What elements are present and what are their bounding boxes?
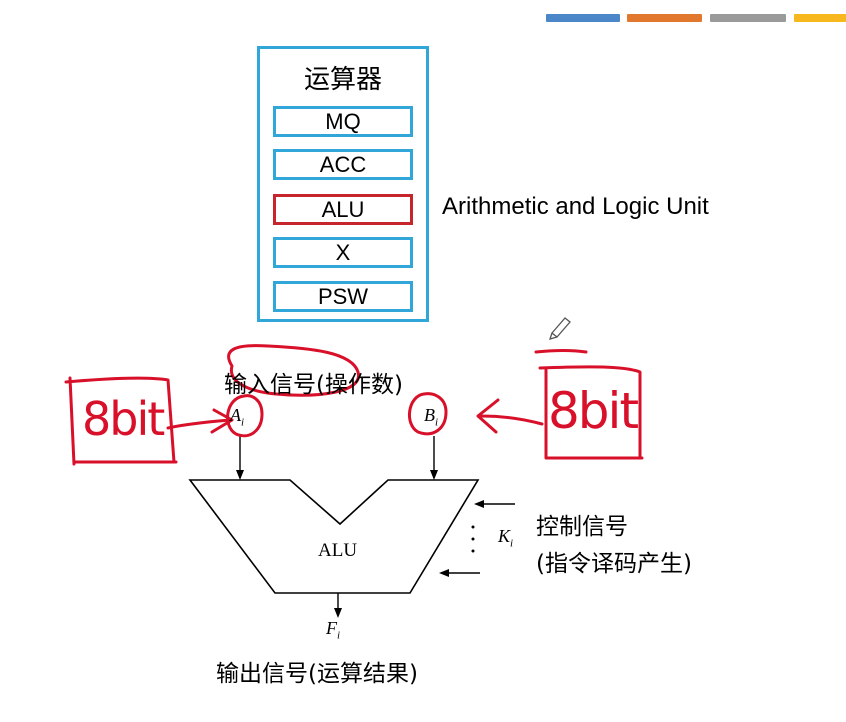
header-stripe-blue [546, 14, 620, 22]
header-stripe-yellow [794, 14, 846, 22]
input-a-label: Ai [230, 405, 245, 429]
ink-arrow-left [166, 408, 234, 434]
alu-label: ALU [318, 540, 358, 561]
register-x: X [273, 237, 413, 268]
register-alu: ALU [273, 194, 413, 225]
output-f-label: Fi [326, 618, 341, 642]
control-signal-label: 控制信号 [536, 514, 628, 540]
output-signal-label: 输出信号(运算结果) [216, 661, 418, 687]
control-dot [471, 537, 475, 541]
alu-full-name-caption: Arithmetic and Logic Unit [442, 193, 709, 220]
arithmetic-unit-title: 运算器 [303, 65, 382, 95]
ink-circle-input-b [408, 392, 448, 436]
ink-circle-input-label [227, 344, 360, 397]
alu-shape [188, 479, 480, 594]
input-b-label: Bi [424, 405, 439, 429]
note-8bit-right: 8bit [548, 382, 639, 440]
ink-dash-top [534, 349, 588, 354]
control-k-label: Ki [498, 526, 514, 550]
arithmetic-unit-box: 运算器 MQ ACC ALU X PSW [257, 46, 429, 322]
ink-box-left [64, 376, 178, 466]
input-signal-label: 输入信号(操作数) [224, 372, 403, 398]
header-stripe-gray [710, 14, 786, 22]
ink-box-right [538, 365, 644, 460]
control-signal-source-label: (指令译码产生) [536, 551, 692, 577]
ink-arrow-right [476, 398, 544, 434]
header-stripe-orange [627, 14, 702, 22]
control-dot [471, 549, 475, 553]
note-8bit-left: 8bit [82, 392, 165, 446]
control-dot [471, 525, 475, 529]
register-mq: MQ [273, 106, 413, 137]
ink-circle-input-a [226, 394, 264, 438]
register-psw: PSW [273, 281, 413, 312]
register-acc: ACC [273, 149, 413, 180]
pencil-icon [548, 317, 571, 340]
